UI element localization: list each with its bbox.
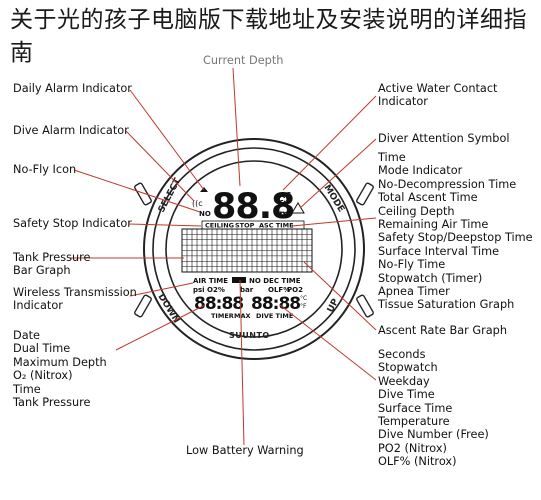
- bezel-inner-ring: [165, 160, 343, 338]
- label-right-middle-list: Time Mode Indicator No-Decompression Tim…: [378, 151, 533, 312]
- label-psi: psi: [193, 286, 205, 294]
- label-air-time: AIR TIME: [193, 277, 228, 285]
- label-o2: O2%: [207, 286, 225, 294]
- label-wireless: Wireless Transmission Indicator: [13, 286, 137, 313]
- bezel-down-label: DOWN: [155, 292, 181, 325]
- label-safety-stop: Safety Stop Indicator: [13, 217, 132, 230]
- bezel-up-label: UP: [326, 297, 342, 314]
- label-tank-pressure-graph: Tank Pressure Bar Graph: [13, 251, 91, 278]
- label-no-fly: No-Fly Icon: [13, 163, 77, 176]
- mode-button: [356, 182, 374, 206]
- no-fly-label: NO: [199, 210, 211, 218]
- label-ceiling: CEILING: [205, 222, 234, 230]
- up-button: [356, 294, 374, 318]
- bezel-outer-ring: [143, 138, 365, 360]
- unit-ac: AC: [279, 191, 291, 200]
- temp-unit-c: °C: [300, 295, 307, 302]
- label-asc-time: ASC TIME: [259, 222, 294, 230]
- label-no-dec-time: NO DEC TIME: [249, 277, 301, 285]
- select-button: [134, 182, 152, 206]
- bezel-select-label: SELECT: [157, 176, 184, 214]
- label-diver-attention: Diver Attention Symbol: [378, 132, 510, 145]
- unit-m: m: [279, 209, 289, 220]
- label-low-battery: Low Battery Warning: [186, 444, 304, 457]
- label-bar: bar: [240, 286, 254, 294]
- attention-icon: [291, 202, 305, 214]
- unit-ft: ft: [279, 200, 288, 210]
- bezel-middle-ring: [152, 147, 356, 351]
- bottom-digits-left: 88:88: [194, 294, 243, 314]
- label-dive-time: DIVE TIME: [256, 312, 293, 320]
- label-max: MAX: [234, 312, 251, 320]
- lcd-main-grid: [181, 228, 313, 273]
- label-dive-alarm: Dive Alarm Indicator: [13, 124, 129, 137]
- label-left-bottom-list: Date Dual Time Maximum Depth O₂ (Nitrox)…: [13, 329, 107, 410]
- leader-lines: [69, 67, 377, 446]
- bottom-digits-right: 88:88: [251, 294, 300, 314]
- depth-digits: 88.8: [212, 187, 294, 227]
- page-title: 关于光的孩子电脑版下载地址及安装说明的详细指南: [10, 7, 527, 66]
- label-ascent-rate: Ascent Rate Bar Graph: [378, 324, 508, 337]
- dive-alarm-icon: ((c: [192, 199, 203, 208]
- down-button: [134, 294, 152, 318]
- temp-unit-f: °F: [300, 303, 307, 310]
- label-po2: PO2: [287, 286, 303, 294]
- label-stop: STOP: [235, 222, 255, 230]
- label-right-bottom-list: Seconds Stopwatch Weekday Dive Time Surf…: [378, 348, 489, 469]
- battery-icon: [232, 277, 246, 283]
- label-active-water: Active Water Contact Indicator: [378, 82, 498, 109]
- label-timer: TIMER: [211, 312, 234, 320]
- label-current-depth: Current Depth: [203, 54, 284, 67]
- brand-logo: SUUNTO: [229, 331, 270, 340]
- label-olf: OLF%: [268, 286, 290, 294]
- label-daily-alarm: Daily Alarm Indicator: [13, 82, 132, 95]
